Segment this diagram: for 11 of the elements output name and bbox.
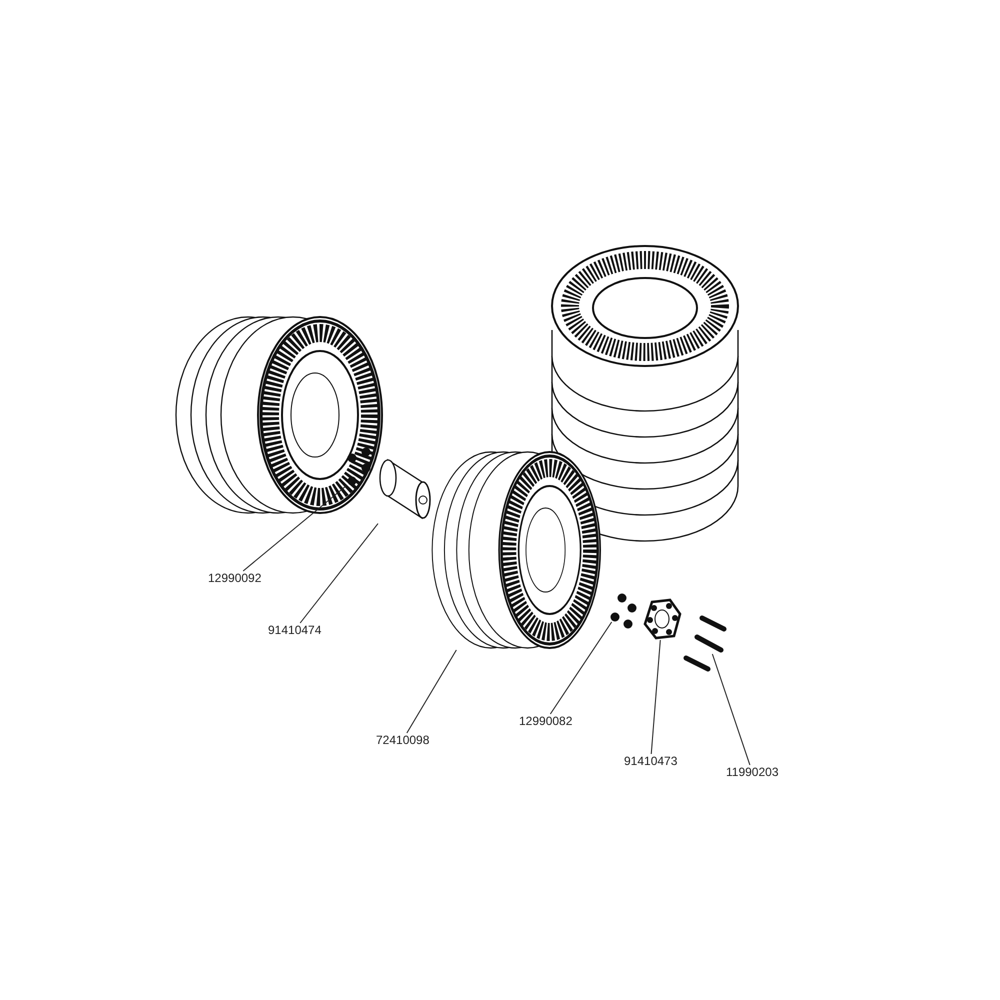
leader-line (650, 640, 661, 754)
part-number: 72410098 (376, 733, 430, 747)
leader-line (300, 523, 378, 624)
part-number: 11990203 (726, 765, 778, 779)
leader-line (550, 622, 612, 714)
leader-line (712, 654, 750, 766)
part-number: 12990092 (208, 571, 262, 585)
leader-line (406, 650, 457, 734)
part-number: 91410473 (624, 754, 678, 768)
part-number: 91410474 (268, 623, 322, 637)
part-number: 12990082 (519, 714, 572, 728)
